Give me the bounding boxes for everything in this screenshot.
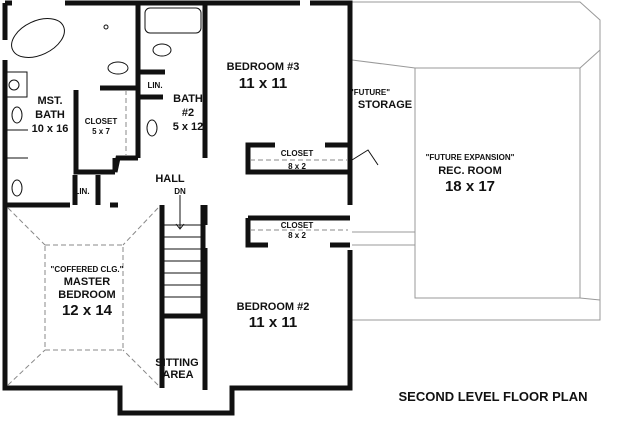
closet-b2-label: CLOSET — [281, 221, 314, 230]
closet-b3-size: 8 x 2 — [288, 162, 306, 171]
master-bedroom-note: "COFFERED CLG." — [51, 265, 124, 274]
closet-b3-label: CLOSET — [281, 149, 314, 158]
rec-room-note: "FUTURE EXPANSION" — [426, 153, 515, 162]
staircase — [164, 195, 201, 298]
master-bedroom-size: 12 x 14 — [62, 302, 113, 319]
plan-title: SECOND LEVEL FLOOR PLAN — [399, 389, 588, 404]
mst-bath-size: 10 x 16 — [32, 123, 69, 135]
bedroom2-size: 11 x 11 — [249, 314, 297, 331]
master-bedroom-label-1: MASTER — [64, 276, 111, 288]
bath2-label-2: #2 — [182, 107, 194, 119]
storage-label: STORAGE — [358, 99, 412, 111]
bath2-size: 5 x 12 — [173, 121, 204, 133]
bedroom2-label: BEDROOM #2 — [237, 301, 310, 313]
closet-mst-size: 5 x 7 — [92, 127, 110, 136]
sitting-label-1: SITTING — [155, 357, 198, 369]
bedroom3-size: 11 x 11 — [239, 75, 287, 92]
bath2-label-1: BATH — [173, 93, 203, 105]
storage-note: "FUTURE" — [350, 88, 390, 97]
sitting-label-2: AREA — [162, 369, 193, 381]
linen-label-1: LIN. — [147, 81, 162, 90]
closet-mst-label: CLOSET — [85, 117, 118, 126]
stair-down-label: DN — [174, 187, 186, 196]
mst-bath-label-1: MST. — [37, 95, 62, 107]
closet-b2-size: 8 x 2 — [288, 231, 306, 240]
bedroom3-label: BEDROOM #3 — [227, 61, 300, 73]
mst-bath-label-2: BATH — [35, 109, 65, 121]
future-expansion-area — [351, 1, 601, 321]
rec-room-label: REC. ROOM — [438, 165, 502, 177]
hall-label: HALL — [155, 173, 185, 185]
fixtures — [4, 7, 202, 197]
linen-label-2: LIN. — [74, 187, 89, 196]
coffered-ceiling — [7, 90, 348, 386]
master-bedroom-label-2: BEDROOM — [58, 289, 115, 301]
walls — [2, 0, 353, 416]
rec-room-size: 18 x 17 — [445, 178, 495, 195]
